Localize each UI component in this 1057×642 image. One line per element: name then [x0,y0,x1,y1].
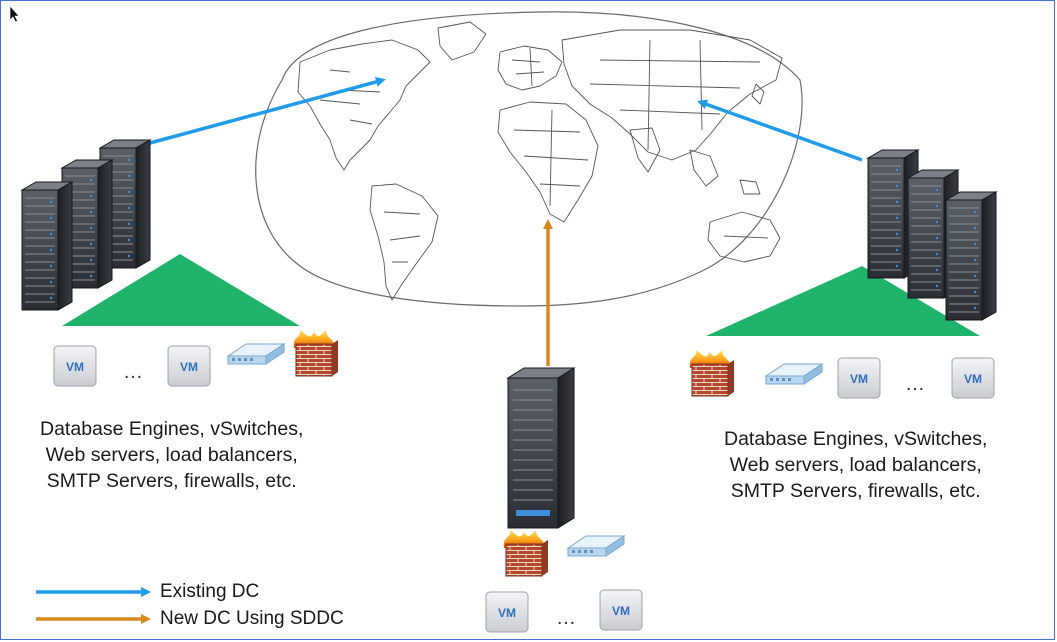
right-vm-icon-1: VM [837,357,881,399]
existing-dc-arrow-right [697,99,863,162]
left-vm-ellipsis: … [123,361,143,383]
left-vm-icon-1: VM [53,345,97,387]
left-firewall-icon [293,329,339,377]
right-vm-icon-2: VM [951,357,995,399]
right-caption-line-1: Database Engines, vSwitches, [724,428,988,450]
left-dc-caption: Database Engines, vSwitches, Web servers… [40,416,303,494]
right-caption-line-2: Web servers, load balancers, [729,454,982,476]
left-dc-triangle [62,254,300,326]
right-firewall-icon [689,349,735,397]
new-vm-label-1: VM [498,606,516,620]
right-dc-caption: Database Engines, vSwitches, Web servers… [724,426,987,504]
left-switch-icon [227,343,285,365]
new-dc-firewall-icon [503,529,549,577]
left-vm-label-2: VM [180,360,198,374]
right-switch-icon [765,363,823,385]
world-map [255,11,803,307]
new-vm-icon-2: VM [599,589,643,631]
left-caption-line-1: Database Engines, vSwitches, [40,418,304,440]
right-vm-label-2: VM [964,372,982,386]
left-vm-label-1: VM [66,360,84,374]
right-dc-triangle [706,266,980,336]
legend-existing-label: Existing DC [160,581,260,602]
legend-new-label: New DC Using SDDC [160,608,344,629]
new-dc-switch-icon [567,535,625,557]
left-vm-icon-2: VM [167,345,211,387]
new-dc-server-rack-icon [506,367,576,529]
right-caption-line-3: SMTP Servers, firewalls, etc. [730,480,981,502]
left-caption-line-3: SMTP Servers, firewalls, etc. [46,470,297,492]
right-vm-label-1: VM [850,372,868,386]
left-caption-line-2: Web servers, load balancers, [45,444,298,466]
mouse-cursor-icon [9,5,20,23]
new-vm-label-2: VM [612,604,630,618]
new-vm-icon-1: VM [485,591,529,633]
existing-dc-arrow-left [149,77,386,145]
new-vm-ellipsis: … [556,607,576,629]
right-vm-ellipsis: … [905,373,925,395]
